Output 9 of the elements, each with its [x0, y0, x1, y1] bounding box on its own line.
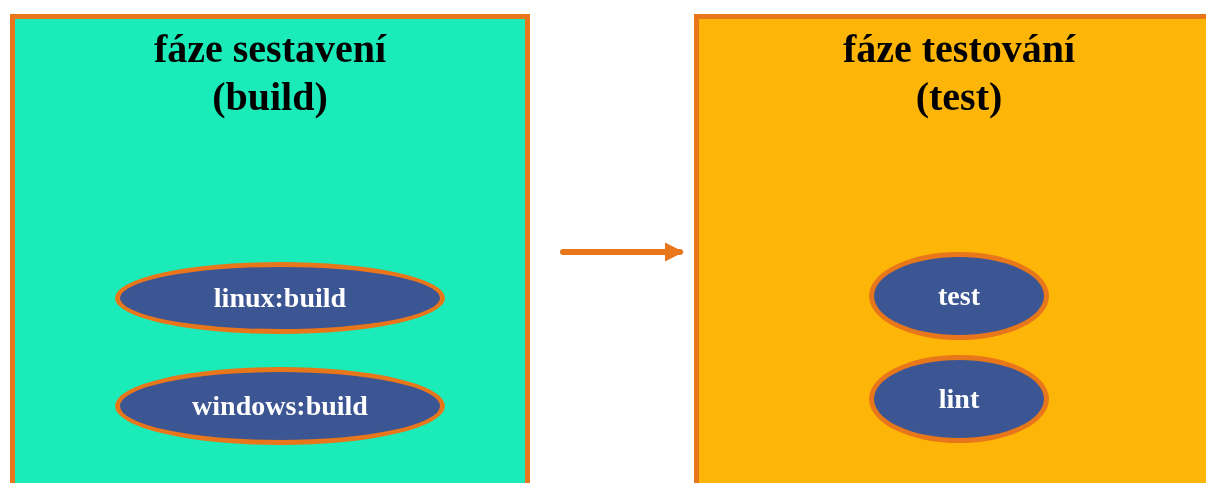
- stage-panel: [694, 14, 1206, 483]
- stage-title: fáze testování (test): [841, 25, 1077, 121]
- job-label: windows:build: [192, 390, 368, 422]
- stage-panel: [10, 14, 530, 483]
- job-label: lint: [938, 383, 980, 415]
- job-label: test: [938, 280, 980, 312]
- stage-title: fáze sestavení (build): [152, 25, 388, 121]
- arrow: [560, 242, 684, 262]
- job-label: linux:build: [213, 282, 347, 314]
